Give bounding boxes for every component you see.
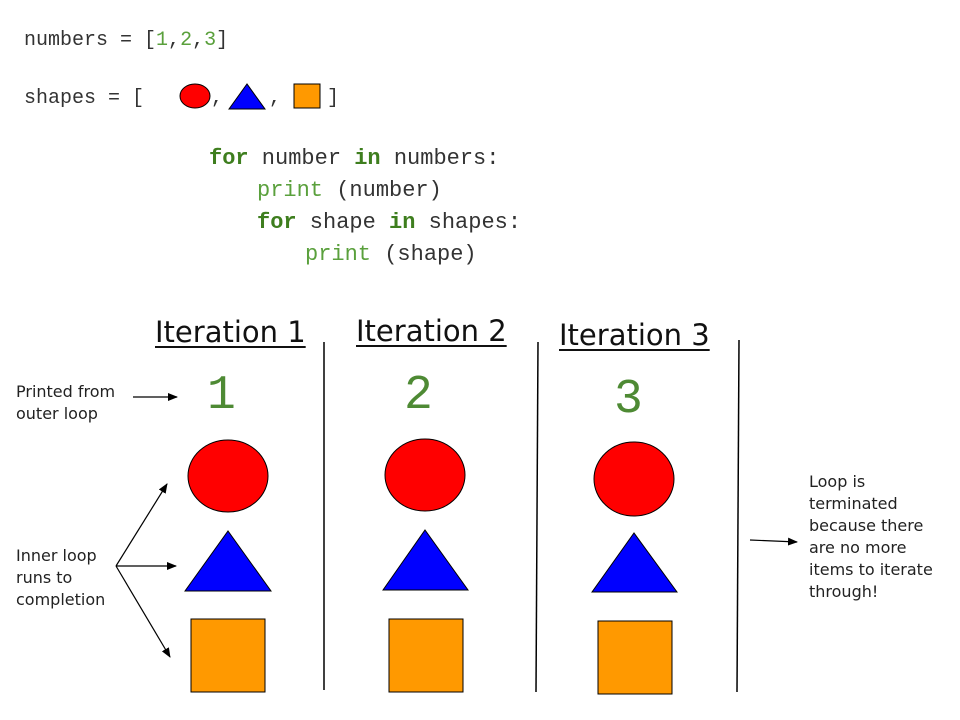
divider-3 bbox=[736, 339, 740, 693]
code-line-outer-for: for number in numbers: bbox=[209, 146, 499, 171]
keyword-for: for bbox=[209, 146, 249, 171]
numbers-value-2: 2 bbox=[180, 29, 193, 52]
code-circle-shape bbox=[179, 83, 211, 109]
iteration-2-title: Iteration 2 bbox=[356, 314, 507, 348]
inner-loop-arrow-square bbox=[115, 565, 171, 658]
iteration-1-triangle bbox=[184, 530, 272, 592]
termination-note: Loop is terminated because there are no … bbox=[809, 472, 933, 601]
numbers-value-1: 1 bbox=[156, 29, 169, 52]
iteration-2-triangle bbox=[382, 529, 469, 591]
code-text: (number) bbox=[323, 178, 442, 203]
code-line-inner-for: for shape in shapes: bbox=[257, 210, 521, 235]
shapes-prefix: shapes = [ bbox=[24, 87, 145, 110]
code-text: numbers: bbox=[380, 146, 500, 171]
iteration-1-circle bbox=[187, 439, 269, 513]
iteration-2-circle bbox=[384, 438, 466, 512]
keyword-in: in bbox=[354, 146, 381, 171]
keyword-in: in bbox=[389, 210, 416, 235]
comma: , bbox=[192, 29, 205, 52]
inner-loop-arrow-circle bbox=[115, 483, 168, 567]
numbers-value-3: 3 bbox=[204, 29, 217, 52]
bracket-close: ] bbox=[216, 29, 229, 52]
comma: , bbox=[168, 29, 181, 52]
shapes-close: ] bbox=[327, 87, 340, 110]
code-text: shape bbox=[296, 210, 390, 235]
iteration-2-square bbox=[388, 618, 464, 693]
iteration-3-square bbox=[597, 620, 673, 695]
iteration-2-number: 2 bbox=[404, 369, 433, 423]
code-line-print-number: print (number) bbox=[257, 178, 442, 203]
iteration-1-square bbox=[190, 618, 266, 693]
iteration-1-title: Iteration 1 bbox=[155, 315, 306, 349]
shapes-comma-2: , bbox=[269, 87, 282, 110]
outer-loop-note: Printed from outer loop bbox=[16, 382, 116, 423]
code-line-print-shape: print (shape) bbox=[305, 242, 477, 267]
code-text: (shape) bbox=[371, 242, 477, 267]
code-text: shapes: bbox=[415, 210, 522, 235]
keyword-for: for bbox=[257, 210, 297, 235]
divider-2 bbox=[535, 341, 539, 693]
iteration-3-title: Iteration 3 bbox=[559, 318, 710, 352]
code-text: number bbox=[248, 146, 355, 171]
numbers-prefix: numbers = [ bbox=[24, 29, 157, 52]
code-square-shape bbox=[293, 83, 321, 109]
inner-loop-note: Inner loop runs to completion bbox=[16, 546, 106, 609]
iteration-1-number: 1 bbox=[207, 369, 236, 423]
numbers-declaration: numbers = [1,2,3] bbox=[24, 29, 228, 52]
iteration-3-circle bbox=[593, 441, 675, 517]
function-print: print bbox=[257, 178, 324, 203]
function-print: print bbox=[305, 242, 372, 267]
code-triangle-shape bbox=[228, 83, 266, 110]
termination-arrow bbox=[749, 537, 798, 546]
iteration-3-triangle bbox=[591, 532, 678, 593]
iteration-3-number: 3 bbox=[614, 373, 643, 427]
shapes-comma-1: , bbox=[211, 87, 224, 110]
